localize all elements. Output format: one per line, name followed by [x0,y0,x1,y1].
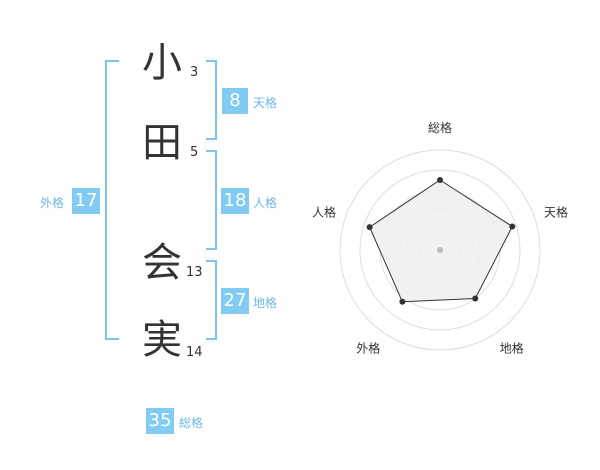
chikaku-value: 27 [221,288,249,314]
radar-axis-label-2: 天格 [544,204,568,219]
jinkaku-value: 18 [221,188,249,214]
gaikaku-label: 外格 [40,196,65,210]
chikaku-bracket [206,260,217,340]
radar-point-4 [399,298,406,305]
radar-ring [339,149,541,351]
radar-ring [359,169,521,331]
name-char-3: 会 [142,240,182,286]
radar-point-2 [509,223,516,230]
name-char-1: 小 [142,40,182,86]
jinkaku-bracket [206,150,217,250]
radar-point-1 [437,177,443,183]
soukaku-value: 35 [146,408,174,434]
radar-axis-label-5: 人格 [312,204,336,219]
radar-center-dot [437,247,443,253]
stroke-count-4: 14 [186,345,203,360]
gaikaku-value: 17 [72,188,100,214]
stroke-count-1: 3 [190,65,199,80]
radar-axis-label-3: 地格 [500,341,524,356]
chikaku-label: 地格 [253,296,278,310]
stroke-count-2: 5 [190,145,199,160]
stroke-count-3: 13 [186,265,203,280]
name-char-2: 田 [142,120,182,166]
soukaku-label: 総格 [179,416,204,430]
tenkaku-label: 天格 [253,96,278,110]
radar-point-5 [366,224,373,231]
tenkaku-bracket [206,60,217,140]
jinkaku-label: 人格 [253,196,278,210]
radar-axis-label-1: 総格 [428,120,452,135]
radar-polygon [368,179,513,303]
gaikaku-bracket [105,60,119,340]
radar-axis-label-4: 外格 [356,341,380,356]
tenkaku-value: 8 [222,88,248,114]
radar-point-3 [472,295,479,302]
name-char-4: 実 [142,317,182,363]
